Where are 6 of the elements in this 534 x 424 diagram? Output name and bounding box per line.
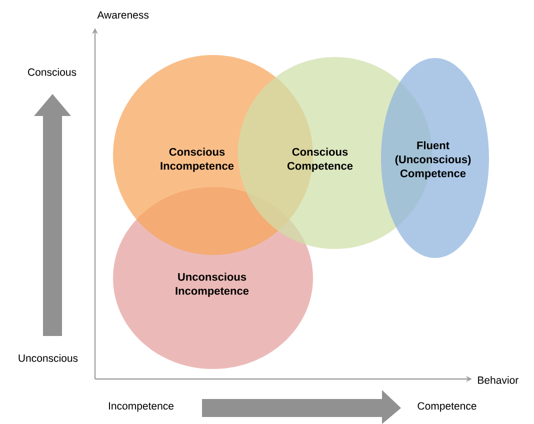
axis-label: Unconscious bbox=[18, 354, 78, 362]
axis-label: Behavior bbox=[478, 376, 518, 384]
axis-label: Conscious bbox=[28, 68, 76, 76]
axis-label: Awareness bbox=[97, 11, 149, 19]
axis-label: Competence bbox=[418, 402, 476, 412]
axis-label: Incompetence bbox=[109, 402, 174, 412]
